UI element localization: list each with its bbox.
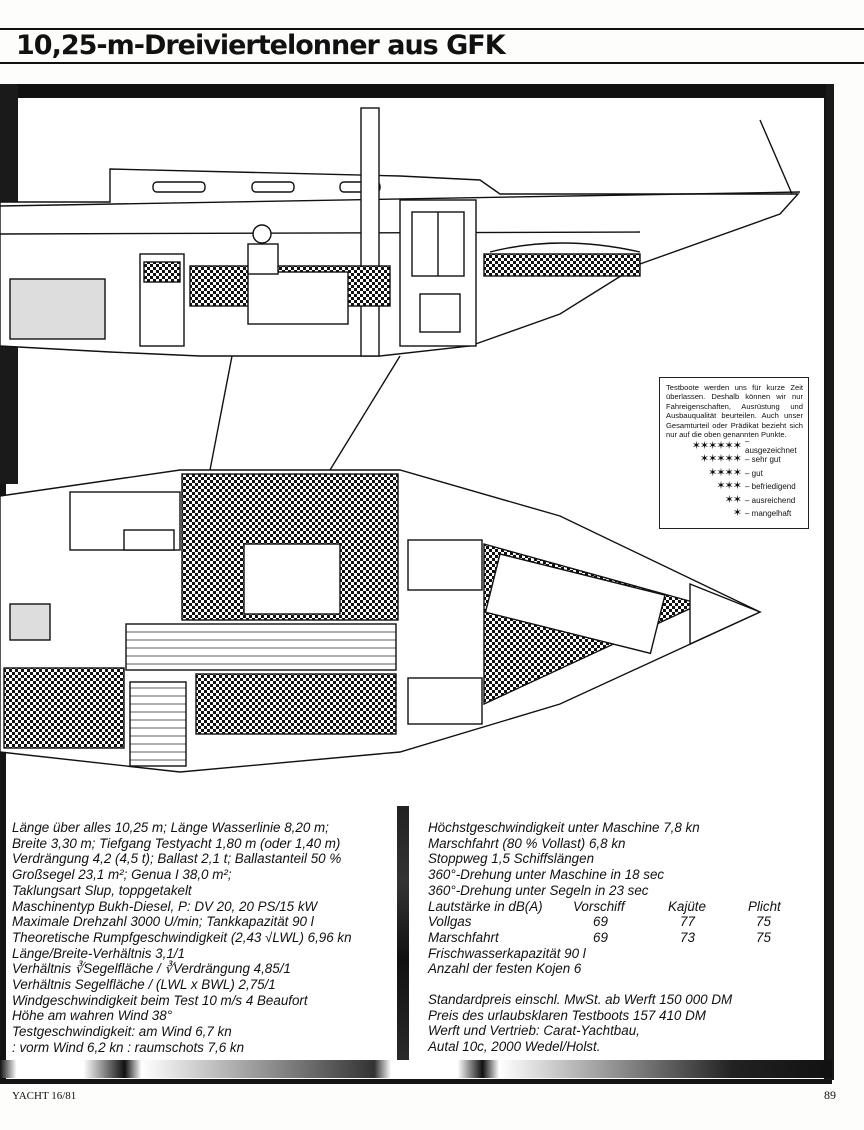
page-number: 89 <box>824 1088 836 1102</box>
star-rating-icon: ✶✶ <box>724 493 742 506</box>
spec-line: Verdrängung 4,2 (4,5 t); Ballast 2,1 t; … <box>12 851 342 867</box>
star-rating-icon: ✶✶✶✶ <box>708 466 742 479</box>
legend-row: ✶ – mangelhaft <box>666 507 803 521</box>
spec-line: Maschinentyp Bukh-Diesel, P: DV 20, 20 P… <box>12 898 318 914</box>
noise-header: Plicht <box>748 898 781 914</box>
spec-line: Länge über alles 10,25 m; Länge Wasserli… <box>12 820 329 835</box>
spec-line: 360°-Drehung unter Segeln in 23 sec <box>428 882 649 898</box>
noise-cell: 73 <box>680 929 695 945</box>
price-line: Standardpreis einschl. MwSt. ab Werft 15… <box>428 992 733 1008</box>
yacht-drawing <box>0 84 832 1084</box>
legend-label: – befriedigend <box>745 482 796 492</box>
spec-line: Marschfahrt (80 % Vollast) 6,8 kn <box>428 835 626 851</box>
page-title: 10,25-m-Dreiviertelonner aus GFK <box>16 30 506 61</box>
legend-row: ✶✶✶✶✶ – sehr gut <box>666 453 803 467</box>
spec-line: Höhe am wahren Wind 38° <box>12 1008 173 1024</box>
noise-cell: 69 <box>593 914 608 930</box>
specs-right-column: Höchstgeschwindigkeit unter Maschine 7,8… <box>428 820 798 1055</box>
spec-line: Testgeschwindigkeit: am Wind 6,7 kn <box>12 1024 232 1040</box>
spec-line: Taklungsart Slup, toppgetakelt <box>12 882 192 898</box>
spec-line: Höchstgeschwindigkeit unter Maschine 7,8… <box>428 820 700 835</box>
specs-left-column: Länge über alles 10,25 m; Länge Wasserli… <box>12 820 392 1056</box>
noise-header: Kajüte <box>668 898 706 914</box>
spec-line: Stoppweg 1,5 Schiffslängen <box>428 851 595 867</box>
spec-line: Theoretische Rumpfgeschwindigkeit (2,43 … <box>12 929 352 945</box>
title-rule-bottom <box>0 62 864 64</box>
noise-cell: 75 <box>756 929 771 945</box>
legend-label: – gut <box>745 468 763 478</box>
noise-header: Lautstärke in dB(A) <box>428 898 543 914</box>
spec-line: Großsegel 23,1 m²; Genua I 38,0 m²; <box>12 867 232 883</box>
noise-table: Lautstärke in dB(A) Vorschiff Kajüte Pli… <box>428 899 798 946</box>
spec-line: Frischwasserkapazität 90 l <box>428 945 586 961</box>
spec-line: Breite 3,30 m; Tiefgang Testyacht 1,80 m… <box>12 835 341 851</box>
side-elevation <box>0 107 801 357</box>
magazine-issue: YACHT 16/81 <box>12 1090 77 1102</box>
legend-row: ✶✶✶ – befriedigend <box>666 480 803 494</box>
rating-legend: Testboote werden uns für kurze Zeit über… <box>659 377 809 529</box>
star-rating-icon: ✶ <box>732 507 742 520</box>
star-rating-icon: ✶✶✶✶✶ <box>699 453 742 466</box>
noise-cell: 77 <box>680 914 695 930</box>
spec-line: Maximale Drehzahl 3000 U/min; Tankkapazi… <box>12 914 314 930</box>
noise-cell: 75 <box>756 914 771 930</box>
legend-row: ✶✶✶✶ – gut <box>666 466 803 480</box>
spec-line: Verhältnis Segelfläche / (LWL x BWL) 2,7… <box>12 977 276 993</box>
right-border-band <box>826 84 834 1080</box>
spec-line: Anzahl der festen Kojen 6 <box>428 961 582 977</box>
legend-intro: Testboote werden uns für kurze Zeit über… <box>666 383 803 440</box>
legend-label: – ausgezeichnet <box>745 437 797 456</box>
spec-line: Länge/Breite-Verhältnis 3,1/1 <box>12 945 185 961</box>
spec-line: Verhältnis ∛Segelfläche / ∛Verdrängung 4… <box>12 961 291 977</box>
legend-label: – ausreichend <box>745 495 796 505</box>
noise-cell: Marschfahrt <box>428 929 499 945</box>
price-line: Preis des urlaubsklaren Testboots 157 41… <box>428 1007 706 1023</box>
noise-header: Vorschiff <box>573 898 625 914</box>
title-rule-top <box>0 28 864 30</box>
spec-line: Windgeschwindigkeit beim Test 10 m/s 4 B… <box>12 992 308 1008</box>
legend-row: ✶✶✶✶✶✶ – ausgezeichnet <box>666 437 803 456</box>
legend-label: – mangelhaft <box>745 509 792 519</box>
noise-cell: 69 <box>593 929 608 945</box>
legend-row: ✶✶ – ausreichend <box>666 493 803 507</box>
plan-view <box>0 469 762 773</box>
spec-line: 360°-Drehung unter Maschine in 18 sec <box>428 867 665 883</box>
builder-line: Autal 10c, 2000 Wedel/Holst. <box>428 1039 601 1055</box>
legend-label: – sehr gut <box>745 455 781 465</box>
spec-line: : vorm Wind 6,2 kn : raumschots 7,6 kn <box>12 1039 245 1055</box>
column-divider <box>397 806 409 1062</box>
bottom-border-band <box>0 1060 832 1078</box>
star-rating-icon: ✶✶✶✶✶✶ <box>691 439 742 452</box>
noise-cell: Vollgas <box>428 914 472 930</box>
star-rating-icon: ✶✶✶ <box>716 480 742 493</box>
builder-line: Werft und Vertrieb: Carat-Yachtbau, <box>428 1023 640 1039</box>
